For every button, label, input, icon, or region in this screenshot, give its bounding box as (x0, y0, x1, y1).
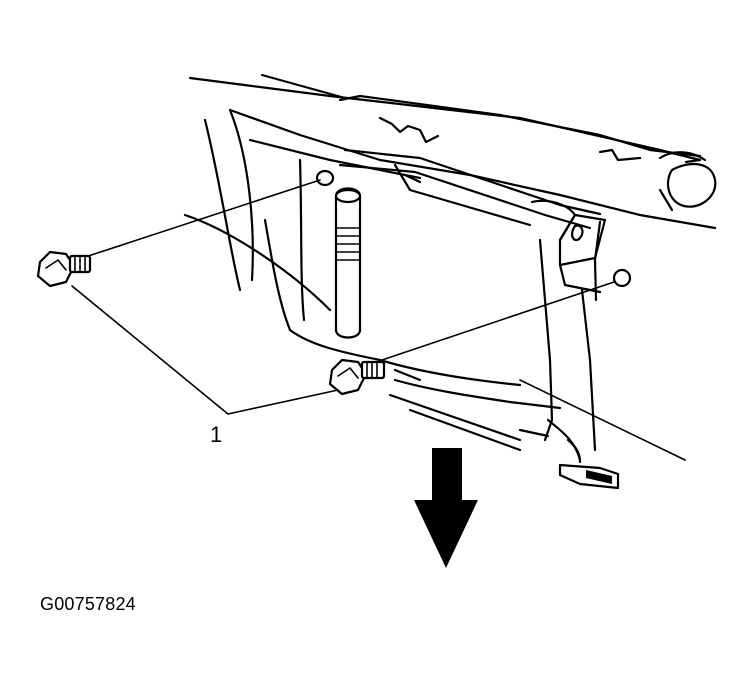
radiator-support-frame (188, 73, 717, 230)
arrow-down-icon (414, 448, 478, 568)
condenser-tube (338, 148, 602, 242)
bolt-icon (328, 358, 386, 396)
alignment-lines (69, 179, 686, 461)
lower-rail (378, 358, 620, 490)
vertical-pipe (334, 187, 362, 339)
figure-code: G00757824 (40, 594, 136, 614)
mounting-holes (315, 169, 632, 288)
callout-number: 1 (210, 422, 223, 447)
left-support-panel (183, 108, 382, 362)
bolt-icon (36, 250, 92, 288)
condenser-side-panel (538, 213, 607, 464)
callout-leaders (71, 285, 339, 415)
